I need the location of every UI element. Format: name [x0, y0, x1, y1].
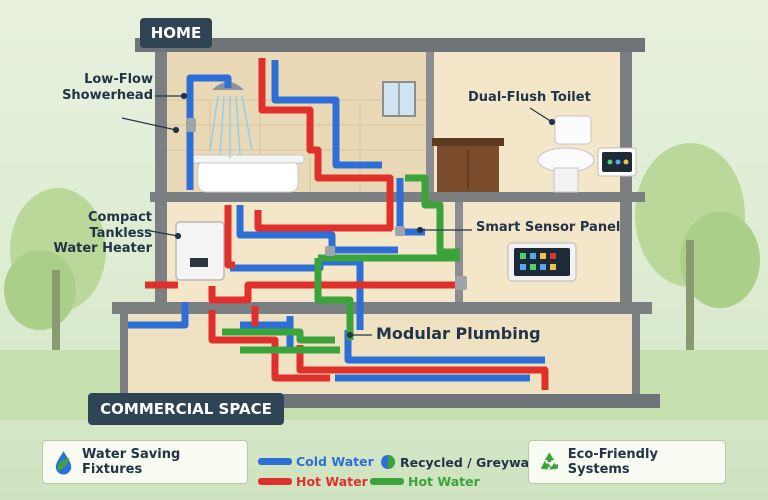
- recycled-water-pipes: [222, 174, 460, 354]
- legend-water-saving-fixtures: Water Saving Fixtures: [42, 440, 248, 484]
- callout-showerhead-line2: Showerhead: [62, 87, 153, 103]
- callout-heater-line1: Compact: [87, 210, 152, 225]
- recycle-icon: [540, 452, 558, 470]
- pipe-valves: [186, 118, 467, 290]
- callout-heater: Compact Tankless Water Heater: [40, 210, 152, 257]
- vanity-cabinet: [432, 138, 504, 192]
- callout-leaders: [121, 92, 556, 339]
- legend-eco-friendly-systems: Eco-Friendly Systems: [528, 440, 726, 484]
- cold-water-pipes: [128, 60, 545, 382]
- legend-swatch-cold-water: [258, 458, 292, 465]
- callout-heater-line2: Tankless: [89, 225, 152, 241]
- section-label-commercial-space: COMMERCIAL SPACE: [88, 393, 284, 425]
- legend-swatch-hot-water-green: [370, 478, 404, 485]
- callout-sensor-panel: Smart Sensor Panel: [476, 220, 621, 235]
- tankless-water-heater-icon: [175, 221, 225, 281]
- legend-item-cold-water: Cold Water: [258, 454, 374, 469]
- toilet-control-panel-icon: [597, 147, 637, 177]
- legend-cold-water-label: Cold Water: [296, 454, 374, 469]
- title-home: HOME: [140, 18, 212, 48]
- legend-hot-water-label: Hot Water: [296, 474, 368, 489]
- legend-swatch-hot-water: [258, 478, 292, 485]
- legend-hot-water-green-label: Hot Water: [408, 474, 480, 489]
- callout-showerhead: Low-Flow Showerhead: [58, 72, 153, 103]
- bathtub: [191, 154, 305, 193]
- leaf-water-drop-icon: [55, 451, 72, 475]
- smart-sensor-panel-icon: [507, 242, 577, 282]
- toilet-icon: [537, 115, 595, 193]
- legend-water-saving-fixtures-label: Water Saving Fixtures: [82, 447, 181, 477]
- showerhead-icon: [209, 82, 253, 158]
- legend-item-hot-water-green: Hot Water: [370, 474, 480, 489]
- callout-heater-line3: Water Heater: [53, 241, 152, 257]
- legend-recycled-label: Recycled / Greywater: [400, 454, 550, 470]
- legend-item-hot-water: Hot Water: [258, 474, 368, 489]
- callout-showerhead-line1: Low-Flow: [84, 72, 153, 87]
- callout-plumbing: Modular Plumbing: [376, 324, 541, 343]
- legend-item-recycled: Recycled / Greywater: [380, 454, 550, 470]
- legend-eco-friendly-label: Eco-Friendly Systems: [567, 447, 658, 477]
- callout-toilet: Dual-Flush Toilet: [468, 90, 591, 105]
- recycled-water-icon: [381, 455, 395, 469]
